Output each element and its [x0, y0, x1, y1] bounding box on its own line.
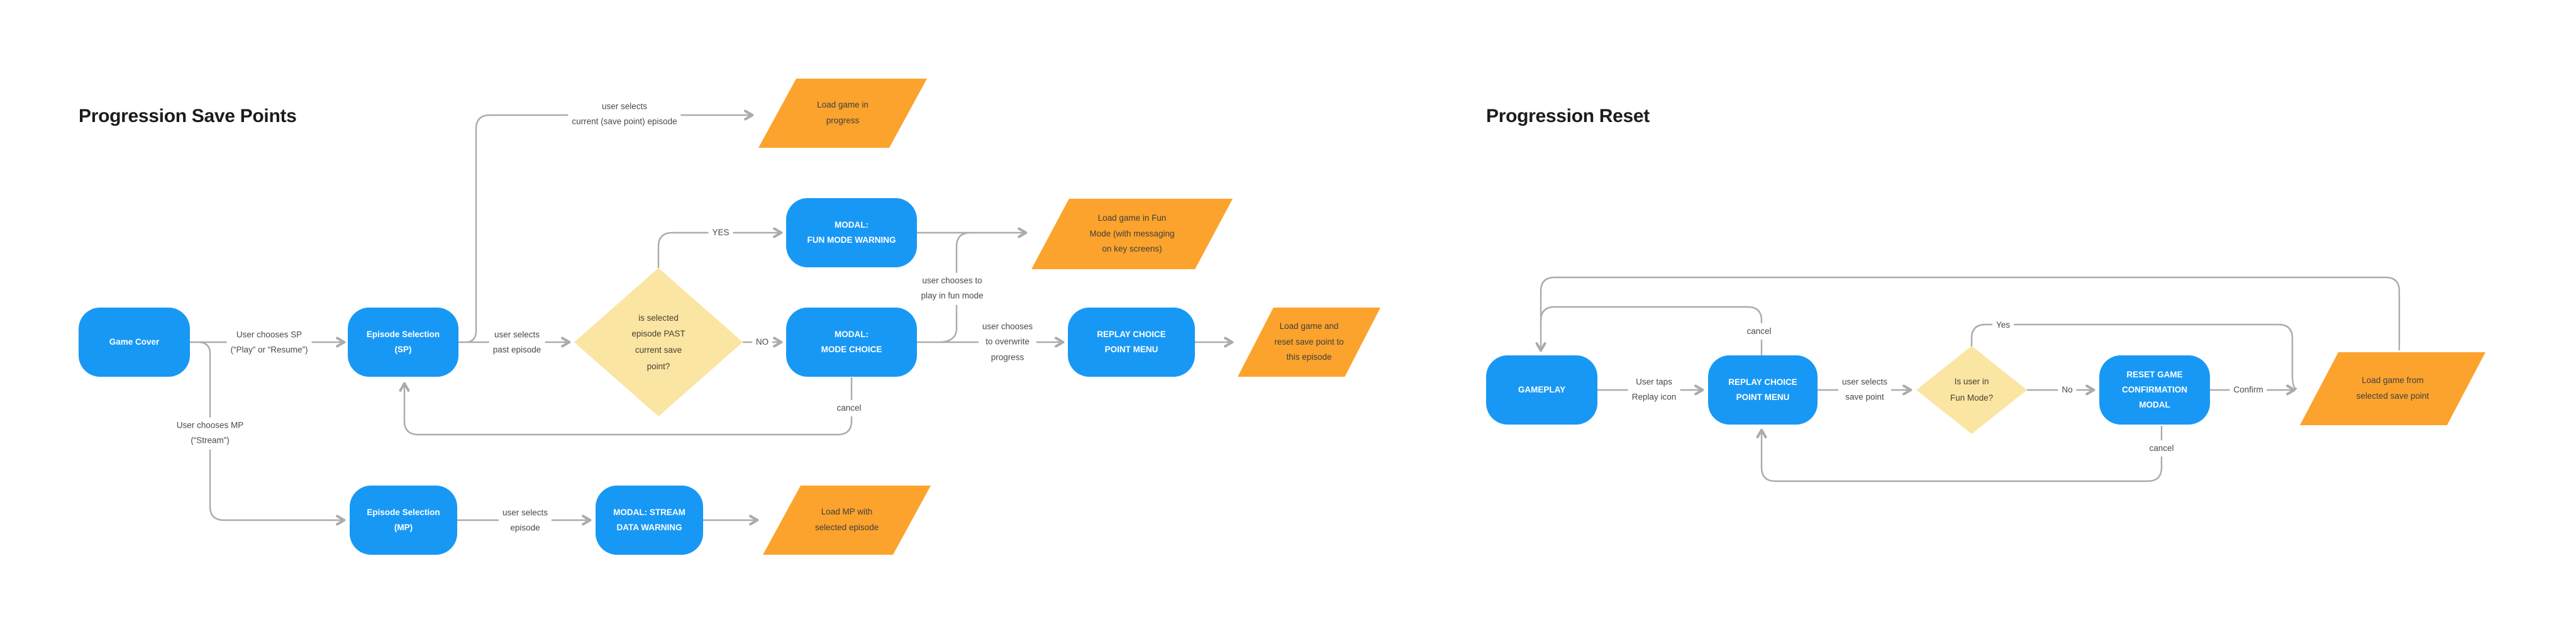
diagram-title-save-points: Progression Save Points	[79, 106, 297, 126]
connector-load-back-to-gameplay	[1535, 276, 2401, 352]
diagram-title-progression-reset: Progression Reset	[1486, 106, 1650, 126]
node-reset-game-confirmation-modal[interactable]: RESET GAME CONFIRMATION MODAL	[2099, 355, 2210, 425]
edge-label-yes-right: Yes	[1992, 316, 2014, 334]
connector-diamond-yes	[657, 227, 783, 268]
node-episode-selection-mp[interactable]: Episode Selection (MP)	[350, 486, 457, 555]
node-gameplay[interactable]: GAMEPLAY	[1486, 355, 1597, 425]
edge-label-user-selects-episode: user selects episode	[498, 504, 552, 537]
node-modal-stream-data-warning[interactable]: MODAL: STREAM DATA WARNING	[596, 486, 703, 555]
edge-label-no-right: No	[2058, 381, 2077, 399]
edge-label-user-chooses-mp: User chooses MP (“Stream”)	[172, 417, 248, 450]
edge-label-cancel-bottom-right: cancel	[2145, 440, 2178, 457]
edge-label-user-chooses-sp: User chooses SP (“Play” or “Resume”)	[226, 326, 312, 359]
edge-label-play-fun-mode: user chooses to play in fun mode	[917, 272, 987, 305]
edge-label-user-selects-past: user selects past episode	[489, 326, 545, 359]
node-game-cover[interactable]: Game Cover	[79, 308, 190, 377]
node-replay-choice-point-menu-right[interactable]: REPLAY CHOICE POINT MENU	[1708, 355, 1818, 425]
connector-cover-to-mp	[199, 341, 346, 526]
edge-label-no: NO	[752, 333, 773, 351]
node-episode-selection-sp[interactable]: Episode Selection (SP)	[348, 308, 458, 377]
connector-diamond-yes-to-load	[1970, 323, 2297, 390]
node-replay-choice-point-menu-left[interactable]: REPLAY CHOICE POINT MENU	[1068, 308, 1195, 377]
edge-label-user-taps-replay: User taps Replay icon	[1628, 374, 1680, 406]
edge-label-cancel-top-right: cancel	[1743, 323, 1775, 340]
connector-reset-cancel-to-replay	[1756, 426, 2163, 482]
connector-sp-to-load-progress	[467, 109, 754, 343]
edge-label-confirm: Confirm	[2229, 381, 2267, 399]
connector-replay-cancel-to-gameplay	[1540, 306, 1763, 356]
connector-modechoice-cancel	[399, 377, 853, 436]
edge-label-yes: YES	[708, 224, 733, 242]
edge-label-user-selects-current: user selects current (save point) episod…	[568, 98, 681, 131]
node-modal-mode-choice[interactable]: MODAL: MODE CHOICE	[786, 308, 917, 377]
edge-label-overwrite-progress: user chooses to overwrite progress	[978, 318, 1037, 366]
edge-label-user-selects-save-point: user selects save point	[1838, 374, 1892, 406]
node-modal-fun-mode-warning[interactable]: MODAL: FUN MODE WARNING	[786, 198, 917, 267]
edge-label-cancel-left: cancel	[833, 399, 865, 417]
output-load-game-fun-mode[interactable]: Load game in Fun Mode (with messaging on…	[1031, 199, 1233, 269]
